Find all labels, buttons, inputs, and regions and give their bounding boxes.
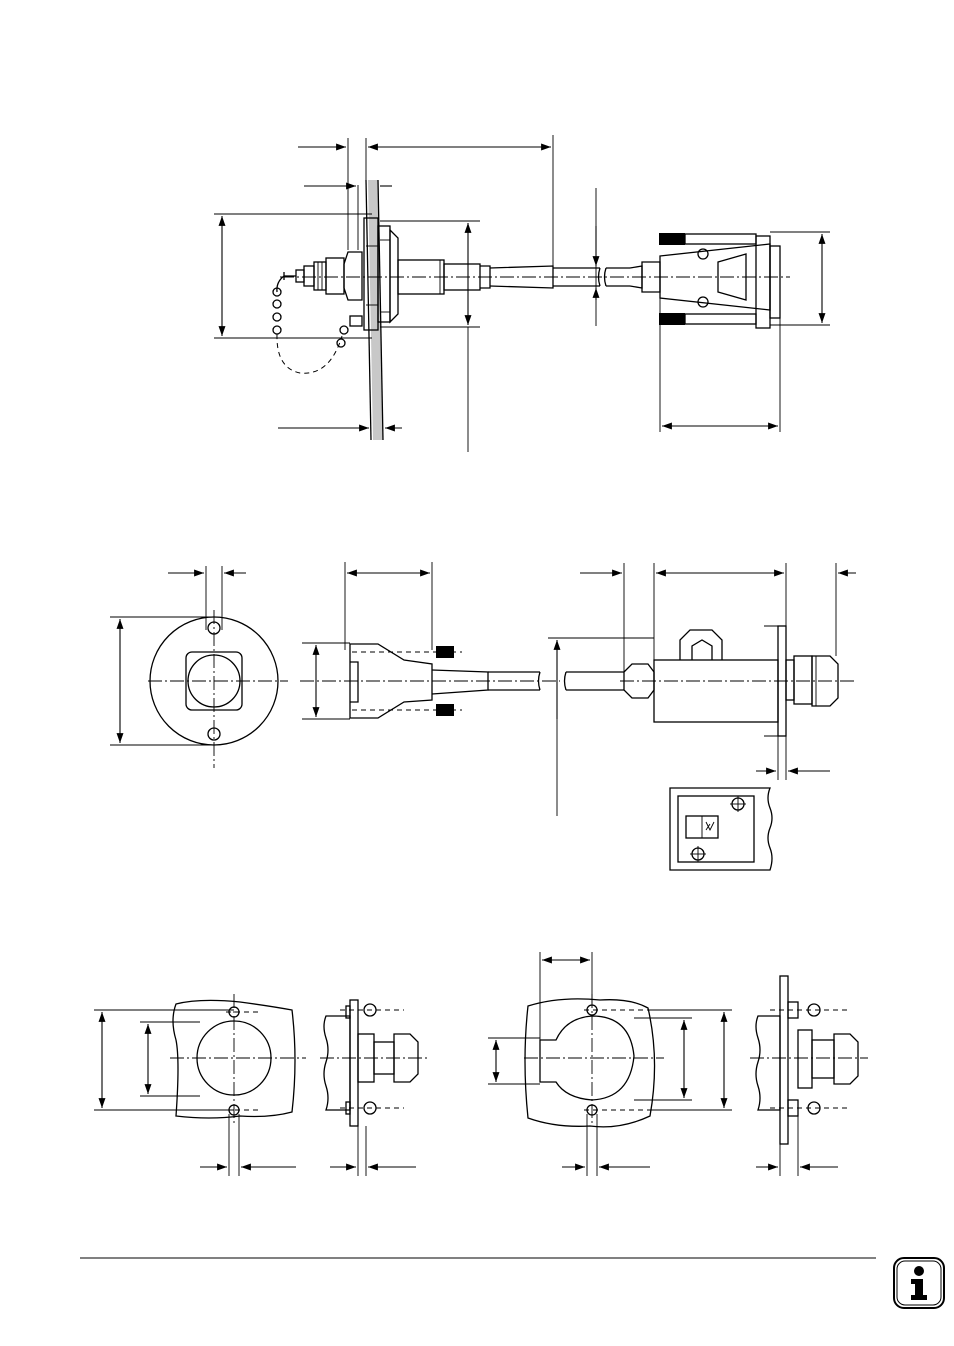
figure-3-cutout-b [488, 952, 732, 1176]
figure-3-side-b [750, 975, 868, 1176]
figure-3-side-a [320, 999, 428, 1176]
figure-2-flange-socket [110, 562, 856, 871]
figure-3-cutout-a [94, 994, 306, 1176]
info-icon [893, 1257, 945, 1309]
figure-1-panel-connector [214, 135, 830, 452]
